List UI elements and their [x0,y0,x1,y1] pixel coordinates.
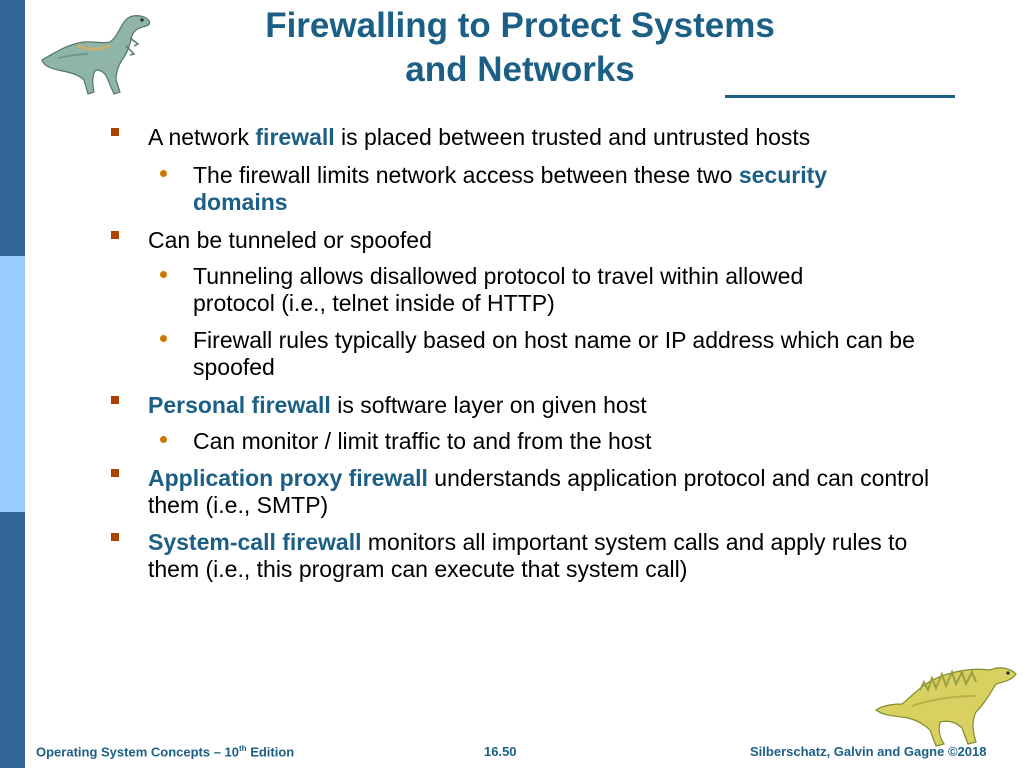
square-bullet-icon [111,231,119,239]
text: understands application protocol and can… [148,465,930,518]
text: monitors all important system calls and … [148,529,908,582]
sidebar-segment-middle [0,256,25,512]
bullet-system-call-firewall: System-call firewall monitors all import… [148,529,918,583]
dinosaur-icon [41,15,151,95]
sidebar-segment-top [0,0,25,256]
title-underline [725,95,955,98]
bullet-firewall: A network firewall is placed between tru… [148,124,948,151]
round-bullet-icon [160,271,167,278]
highlight-term: security domains [193,162,828,215]
bullet-monitor-traffic: Can monitor / limit traffic to and from … [193,428,652,454]
bullet-firewall-rules: Firewall rules typically based on host n… [193,327,915,380]
text: The firewall limits network access betwe… [193,162,739,188]
highlight-term: Application proxy firewall [148,465,428,491]
square-bullet-icon [111,396,119,404]
title-line-2: and Networks [405,50,635,89]
highlight-term: System-call firewall [148,529,362,555]
bullet-application-proxy: Application proxy firewall understands a… [148,465,948,519]
text: Edition [246,744,295,760]
round-bullet-icon [160,170,167,177]
text: is software layer on given host [330,392,647,418]
highlight-term: firewall [255,124,335,150]
bullet-tunneled: Can be tunneled or spoofed [148,227,432,253]
round-bullet-icon [160,436,167,443]
bullet-firewall-limits: The firewall limits network access betwe… [193,162,913,216]
superscript: th [239,744,247,753]
highlight-term: Personal firewall [148,392,331,418]
sidebar-stripe [0,0,25,768]
footer-book-title: Operating System Concepts – 10th Edition [36,744,294,759]
bullet-personal-firewall: Personal firewall is software layer on g… [148,392,948,419]
bullet-tunneling: Tunneling allows disallowed protocol to … [193,263,804,316]
footer-page-number: 16.50 [484,744,517,759]
square-bullet-icon [111,533,119,541]
square-bullet-icon [111,469,119,477]
text: Operating System Concepts – 10 [36,744,240,760]
round-bullet-icon [160,335,167,342]
dinosaur-icon [874,667,1017,747]
text: is placed between trusted and untrusted … [334,124,811,150]
sidebar-segment-bottom [0,512,25,768]
slide-title: Firewalling to Protect Systems and Netwo… [130,4,910,92]
footer-authors: Silberschatz, Galvin and Gagne ©2018 [750,744,987,759]
square-bullet-icon [111,128,119,136]
text: A network [148,124,256,150]
title-line-1: Firewalling to Protect Systems [265,6,775,45]
